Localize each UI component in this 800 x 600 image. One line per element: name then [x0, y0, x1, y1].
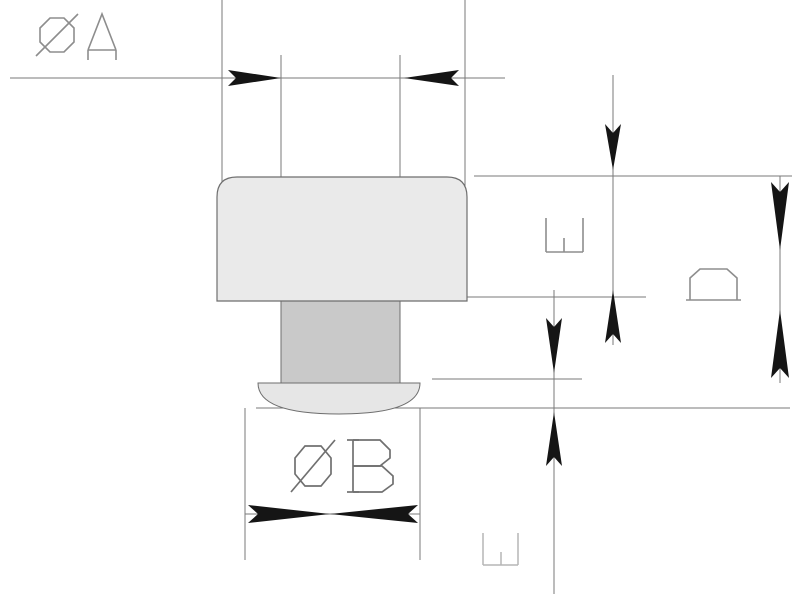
arrow-left-diameter-b — [248, 505, 330, 523]
arrow-left-diameter-a — [228, 70, 281, 86]
label-height-d: D — [686, 268, 741, 301]
dim-diameter-a-arrows — [228, 70, 459, 86]
octagon-shape — [39, 17, 75, 53]
letter-b-glyph — [347, 439, 394, 493]
letter-a-glyph — [87, 11, 117, 60]
dim-height-d-arrows — [771, 182, 789, 378]
bolt-head — [216, 176, 468, 302]
letter-b-upper-bowl — [353, 439, 391, 467]
arrow-bottom-height-d — [771, 310, 789, 378]
dim-height-e-arrows — [605, 124, 621, 343]
arrow-right-diameter-b — [330, 505, 418, 523]
dim-height-lower-arrows — [546, 318, 562, 466]
octagon-shape-b — [294, 445, 332, 487]
slash-stroke — [35, 13, 79, 57]
letter-b-lower-bowl — [353, 465, 394, 493]
bolt-shank — [280, 300, 401, 384]
arrow-top-height-lower — [546, 318, 562, 373]
letter-a-apex — [87, 11, 117, 51]
arrow-bottom-height-e — [605, 290, 621, 343]
dim-diameter-b-arrows — [248, 505, 418, 523]
label-diameter-b: Ø B — [290, 439, 394, 493]
arrow-right-diameter-a — [404, 70, 459, 86]
letter-d-outline — [689, 268, 738, 300]
slash-stroke-b — [290, 439, 336, 493]
arrow-top-height-e — [605, 124, 621, 170]
diameter-symbol-icon — [35, 13, 79, 57]
label-height-e: E — [545, 218, 584, 253]
bolt-tip-dome — [257, 382, 421, 415]
diameter-symbol-icon-b — [290, 439, 336, 493]
label-height-lower-e: E — [482, 533, 519, 566]
arrow-bottom-height-lower — [546, 412, 562, 466]
label-diameter-a: Ø A — [35, 11, 117, 60]
bolt-part-group — [216, 176, 468, 415]
arrow-top-height-d — [771, 182, 789, 250]
